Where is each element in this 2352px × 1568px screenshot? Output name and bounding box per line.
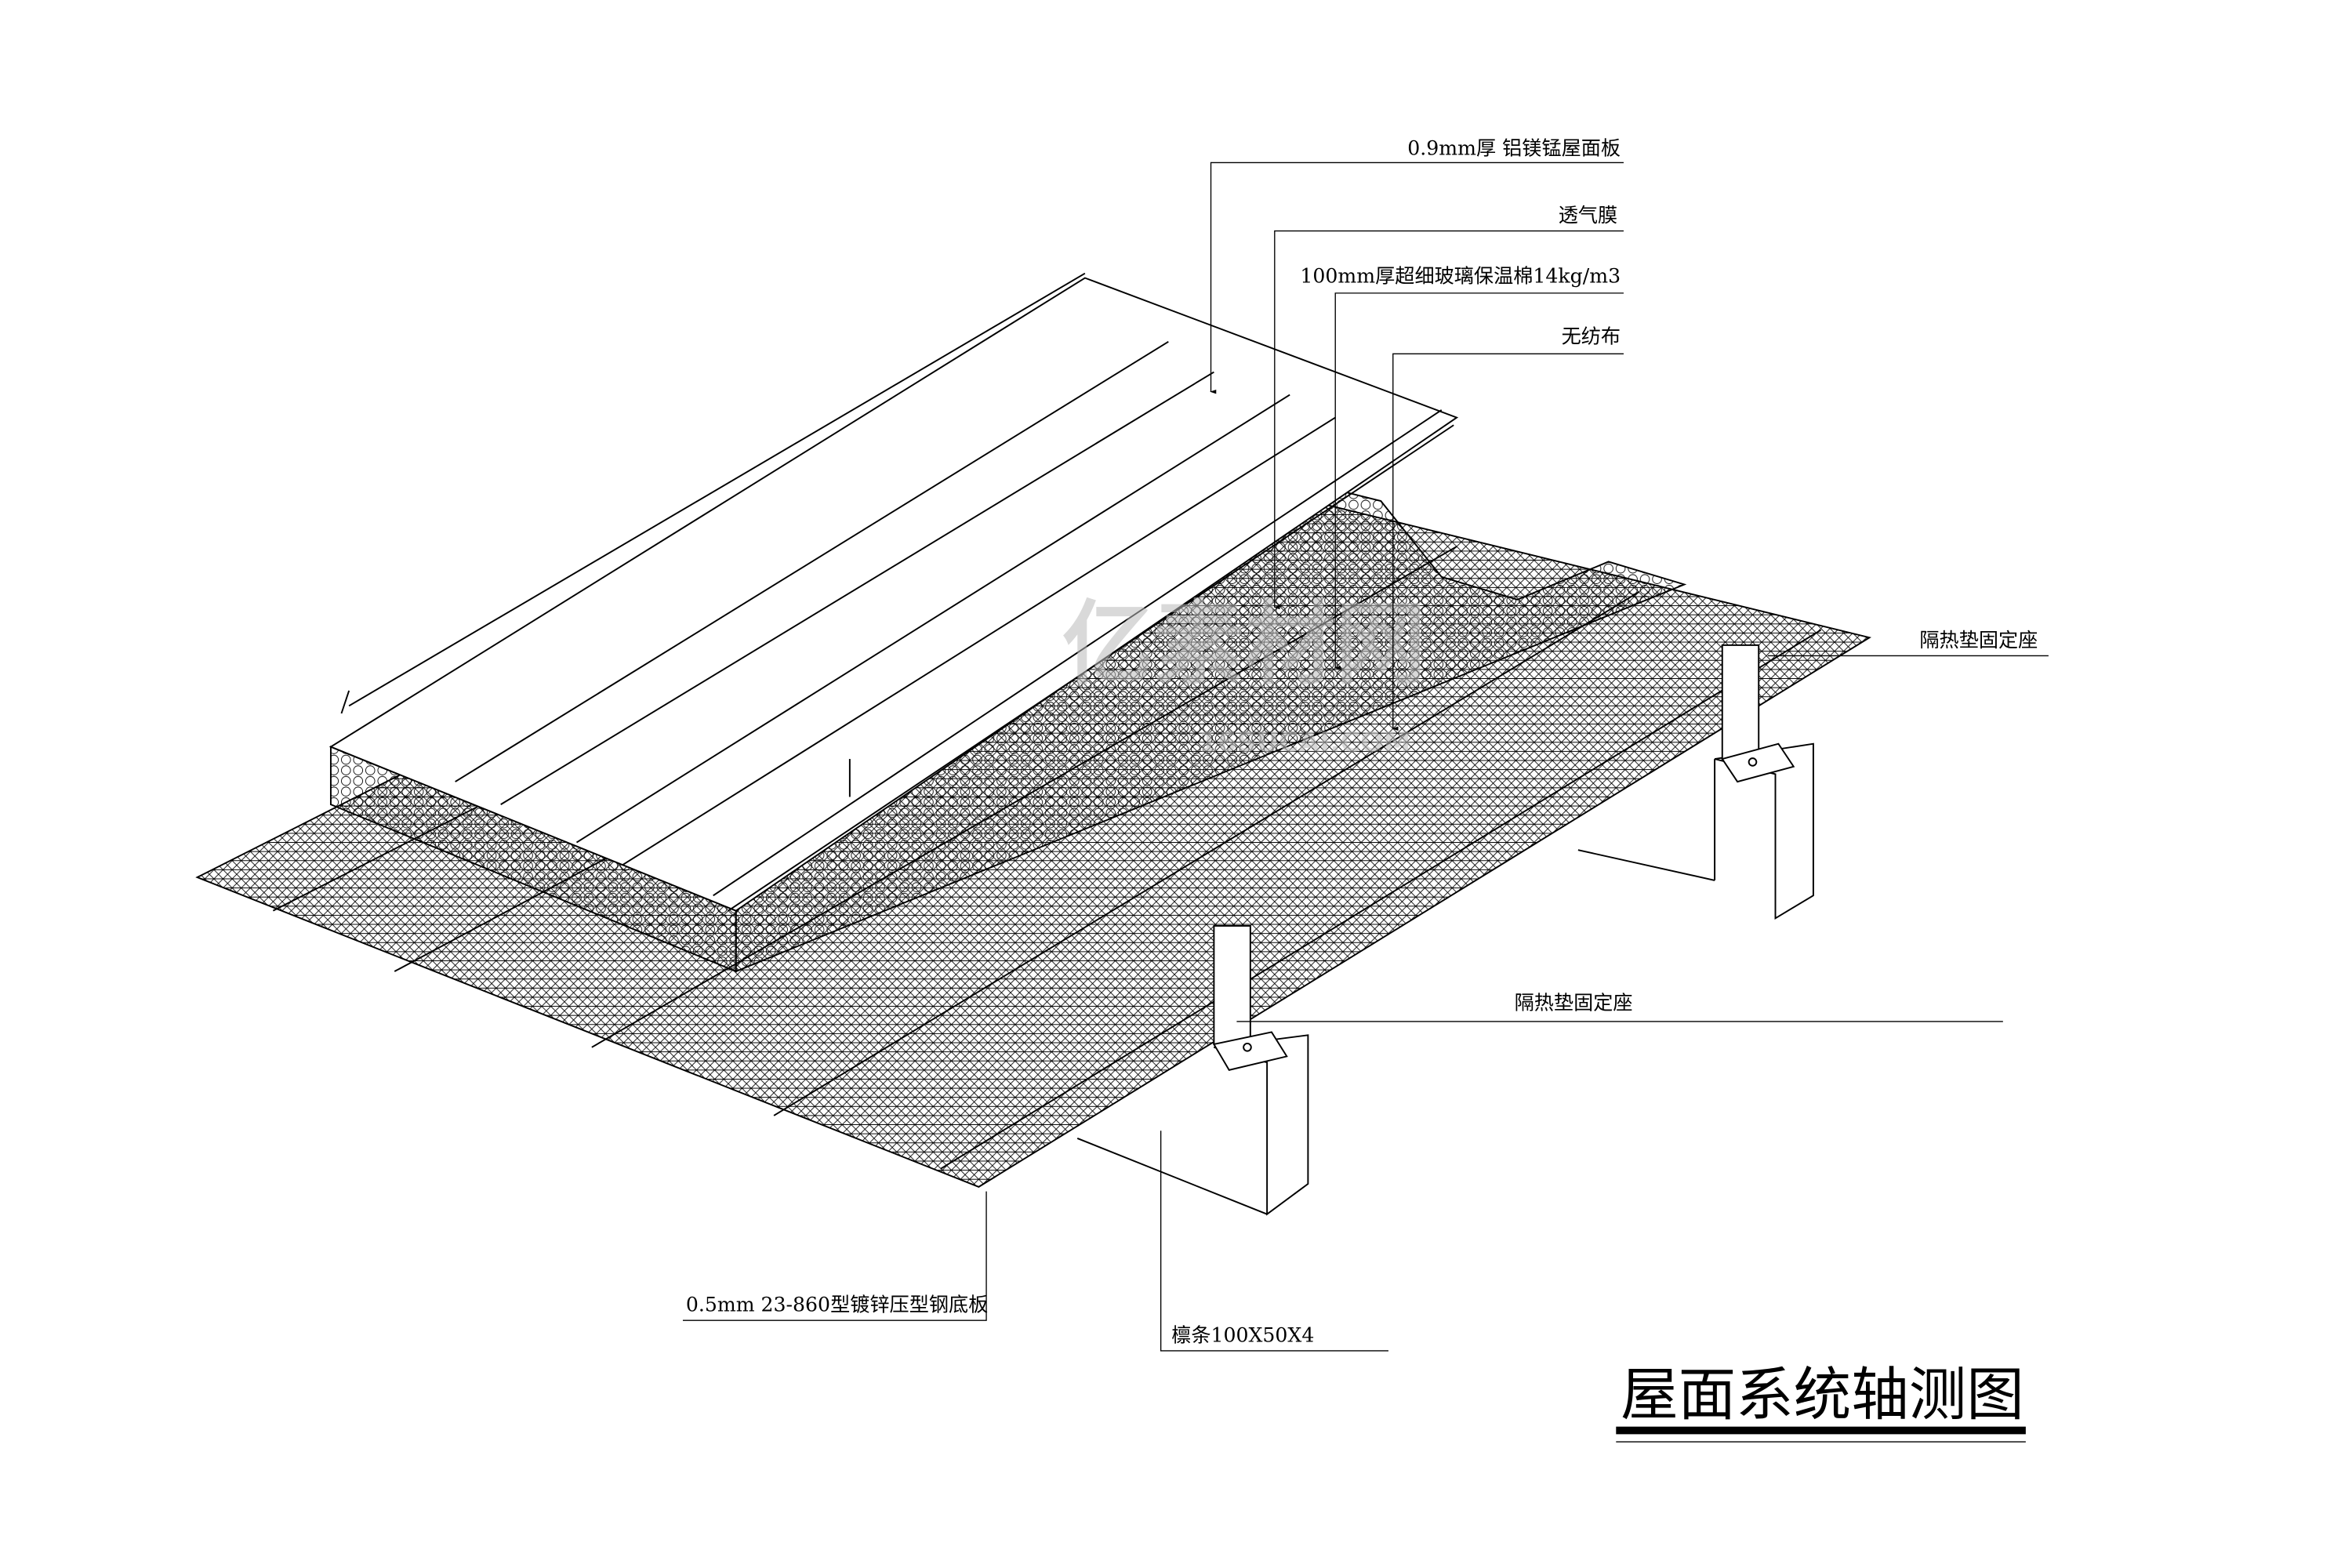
roof-panel (328, 272, 1459, 912)
bracket-middle (1212, 925, 1288, 1071)
label-bracket-right: 隔热垫固定座 (1919, 629, 2038, 652)
svg-text:16SUCAI.COM: 16SUCAI.COM (1199, 727, 1410, 758)
label-roof-panel: 0.9mm厚 铝镁锰屋面板 (1407, 137, 1621, 160)
watermark: 亿素材网 16SUCAI.COM (1062, 592, 1426, 759)
bracket-right (1721, 644, 1795, 783)
label-non-woven: 无纺布 (1562, 325, 1621, 348)
drawing-title: 屋面系统轴测图 (1621, 1362, 2024, 1428)
label-purlin: 檩条100X50X4 (1171, 1323, 1314, 1346)
label-deck: 0.5mm 23-860型镀锌压型钢底板 (686, 1294, 989, 1316)
leader-lines (682, 162, 2049, 1352)
title-underline (1616, 1426, 2026, 1435)
label-breathable-membrane: 透气膜 (1559, 204, 1617, 227)
label-insulation: 100mm厚超细玻璃保温棉14kg/m3 (1300, 264, 1621, 287)
svg-text:亿素材网: 亿素材网 (1062, 592, 1426, 698)
label-bracket-middle: 隔热垫固定座 (1515, 991, 1633, 1014)
